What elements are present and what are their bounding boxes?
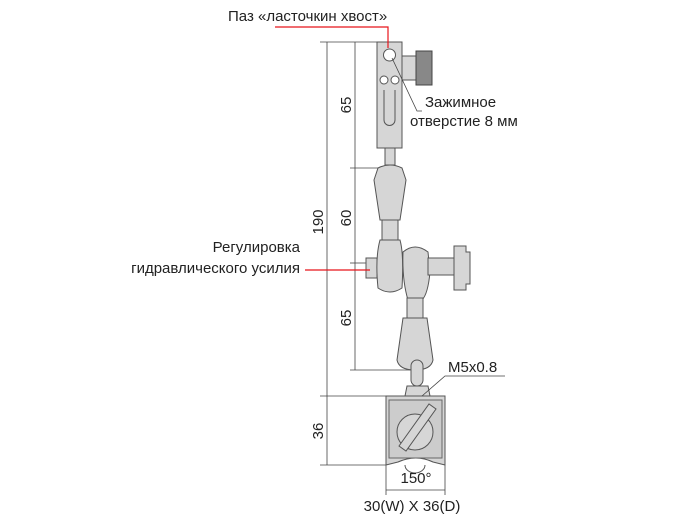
lower-neck <box>406 297 424 319</box>
hydraulic-label-1: Регулировка <box>213 239 301 256</box>
upper-arm <box>373 164 407 221</box>
hydraulic-joint <box>365 239 471 301</box>
clamp-hole-leader <box>391 57 422 112</box>
dim-total-height: 190 <box>310 209 327 234</box>
dovetail-clamp <box>376 41 433 166</box>
angle-label: 150° <box>400 470 431 487</box>
dim-base-height: 36 <box>310 423 327 440</box>
clamp-hole-label-1: Зажимное <box>425 94 496 111</box>
dovetail-label: Паз «ласточкин хвост» <box>228 8 387 25</box>
ball-stud <box>410 359 424 387</box>
m5-nut <box>404 385 431 397</box>
dimension-lines <box>320 41 446 495</box>
magnetic-base <box>385 395 446 474</box>
dim-lower-segment: 65 <box>338 310 355 327</box>
hydraulic-label-2: гидравлического усилия <box>131 260 300 277</box>
thread-leader <box>421 375 505 397</box>
base-size-label: 30(W) X 36(D) <box>364 498 461 515</box>
clamp-hole-label-2: отверстие 8 мм <box>410 113 518 130</box>
upper-neck <box>381 219 399 241</box>
dim-middle-segment: 60 <box>338 210 355 227</box>
thread-label: M5x0.8 <box>448 359 497 376</box>
dim-upper-segment: 65 <box>338 97 355 114</box>
dovetail-callout-line <box>275 26 389 48</box>
